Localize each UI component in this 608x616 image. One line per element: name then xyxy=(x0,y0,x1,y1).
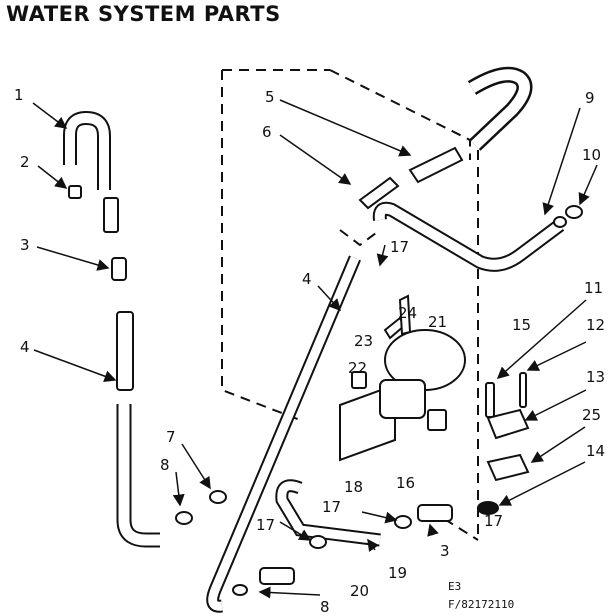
part-12-screw xyxy=(519,372,527,408)
callout-8-bottom: 8 xyxy=(320,598,330,616)
callout-22: 22 xyxy=(348,359,367,377)
part-9-curved-hose xyxy=(467,66,533,151)
callout-25: 25 xyxy=(582,406,601,424)
part-5-hose-section xyxy=(408,146,464,184)
callout-7: 7 xyxy=(166,428,176,446)
callout-2: 2 xyxy=(20,153,30,171)
callout-21: 21 xyxy=(428,313,447,331)
callout-10: 10 xyxy=(582,146,601,164)
part-3-connector xyxy=(103,197,127,281)
part-9-long-hose xyxy=(372,201,565,272)
page-title: WATER SYSTEM PARTS xyxy=(6,2,281,26)
part-4-hose-bent xyxy=(116,404,160,548)
callout-8: 8 xyxy=(160,456,170,474)
callout-4: 4 xyxy=(20,338,30,356)
callout-23: 23 xyxy=(354,332,373,350)
callout-24: 24 xyxy=(398,304,417,322)
leader-lines xyxy=(32,99,598,599)
callout-14: 14 xyxy=(586,442,605,460)
callout-17-low: 17 xyxy=(256,516,275,534)
part-14-nozzle xyxy=(477,501,499,515)
callout-4-diagonal: 4 xyxy=(302,270,312,288)
callout-1: 1 xyxy=(14,86,24,104)
part-25-block xyxy=(486,453,530,482)
part-1-elbow-hose xyxy=(63,110,111,190)
callout-20: 20 xyxy=(350,582,369,600)
callout-12: 12 xyxy=(586,316,605,334)
clamps xyxy=(175,490,412,596)
callout-17-right: 17 xyxy=(484,512,503,530)
callout-18: 18 xyxy=(344,478,363,496)
callout-6: 6 xyxy=(262,123,272,141)
callout-11: 11 xyxy=(584,279,603,297)
callout-5: 5 xyxy=(265,88,275,106)
catalog-code-line1: E3 xyxy=(448,580,461,593)
callout-17-mid: 17 xyxy=(322,498,341,516)
valve-assembly xyxy=(339,294,466,462)
part-4-long-hose xyxy=(206,255,361,613)
callout-3-right: 3 xyxy=(440,542,450,560)
callout-19: 19 xyxy=(388,564,407,582)
part-13-bracket xyxy=(486,408,530,440)
callout-13: 13 xyxy=(586,368,605,386)
part-10-clamp xyxy=(553,205,583,228)
callout-15: 15 xyxy=(512,316,531,334)
callout-17-top: 17 xyxy=(390,238,409,256)
part-6-fitting xyxy=(358,176,400,210)
catalog-code-line2: F/82172110 xyxy=(448,598,514,611)
callout-16: 16 xyxy=(396,474,415,492)
part-4-hose-straight xyxy=(116,311,134,391)
callout-3: 3 xyxy=(20,236,30,254)
callout-9: 9 xyxy=(585,89,595,107)
part-20-fitting xyxy=(259,567,295,585)
part-2-plug xyxy=(68,185,82,199)
part-19-hose xyxy=(275,479,381,547)
part-3-connector-right xyxy=(417,504,453,522)
part-11-screw xyxy=(485,382,495,418)
